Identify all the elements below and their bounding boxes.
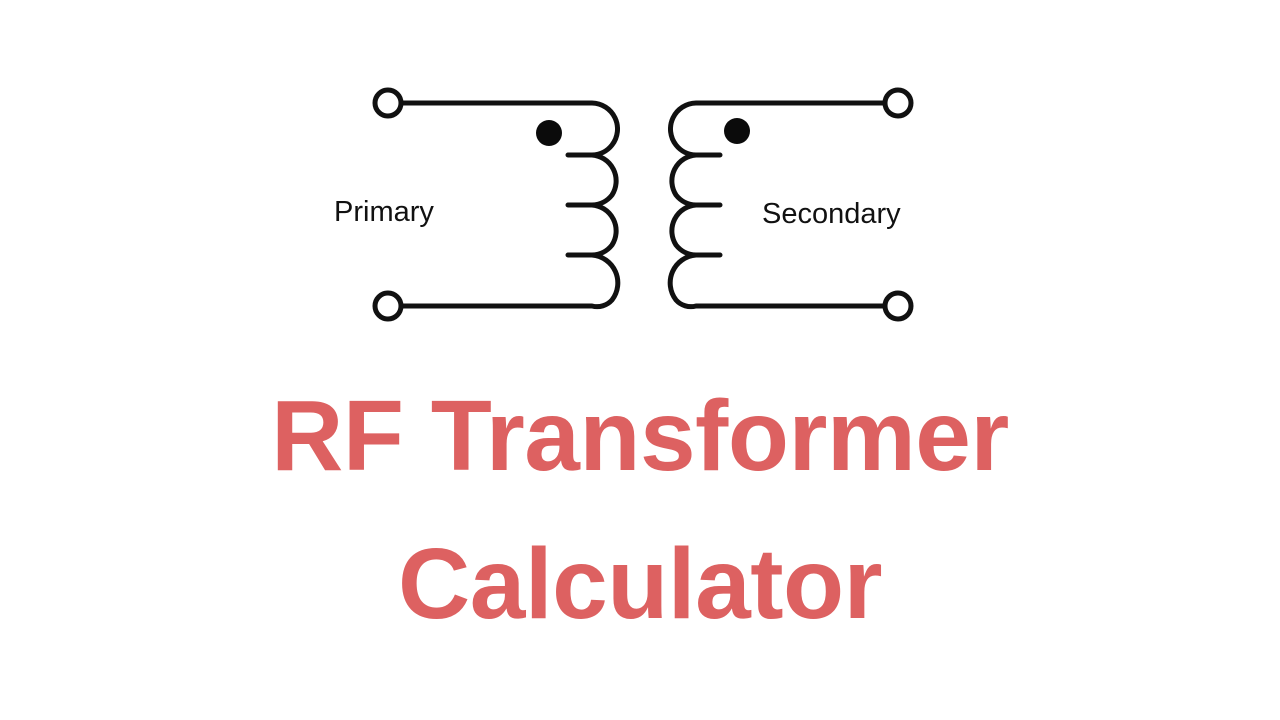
transformer-schematic-svg: Primary Secondary [334,87,914,322]
secondary-winding-group: Secondary [667,87,914,322]
primary-bottom-terminal [372,290,404,322]
secondary-coil-turns [667,100,723,310]
secondary-label: Secondary [762,198,901,230]
secondary-polarity-dot-icon [724,118,750,144]
secondary-top-terminal [882,87,914,119]
page-title-line-2: Calculator [397,528,883,640]
primary-top-terminal [372,87,404,119]
primary-coil-turns [565,100,621,310]
primary-winding-group: Primary [334,87,621,322]
page-title: RF Transformer Calculator [0,362,1280,658]
page-title-line-1: RF Transformer [271,380,1009,492]
primary-label: Primary [334,196,434,228]
primary-polarity-dot-icon [536,120,562,146]
secondary-bottom-terminal [882,290,914,322]
transformer-diagram: Primary Secondary [334,87,914,322]
